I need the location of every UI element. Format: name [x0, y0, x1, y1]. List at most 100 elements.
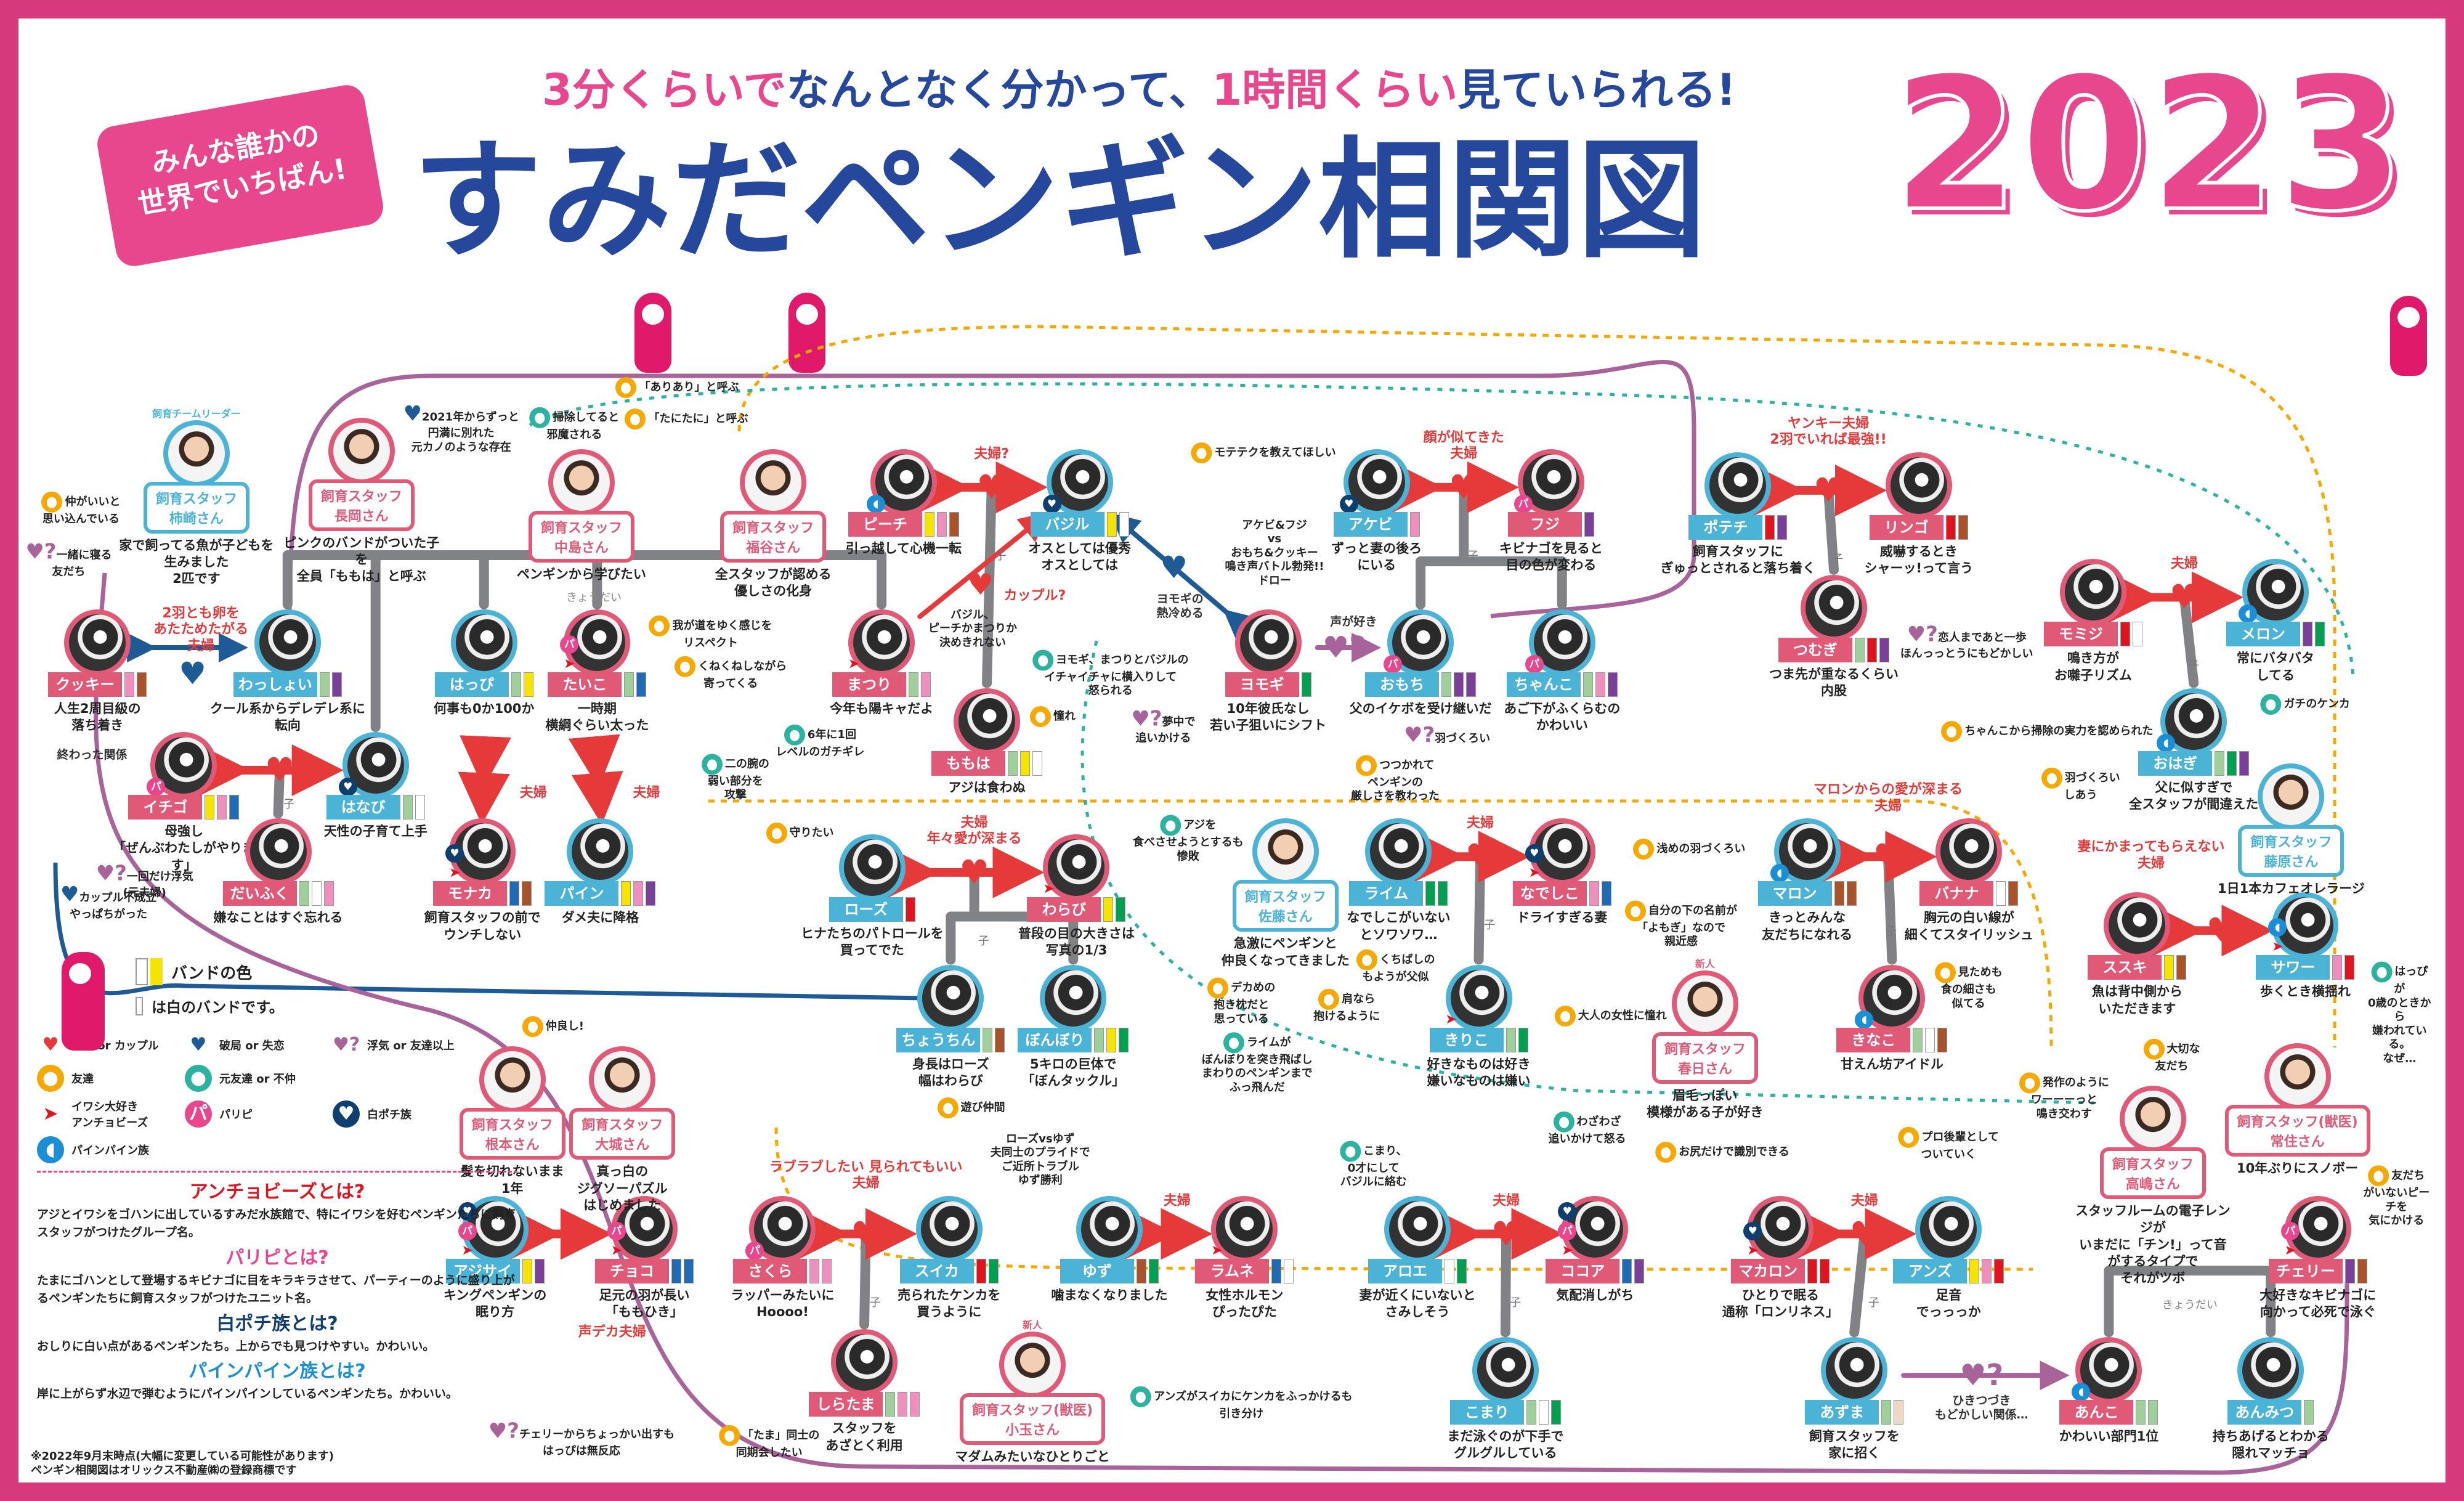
penguin-tag-row: つむぎ — [1778, 637, 1890, 662]
staff-node[interactable]: 飼育スタッフ 佐藤さん急激にペンギンと 仲良くなってきました — [1187, 806, 1384, 969]
penguin-tag-row: リンゴ — [1869, 515, 1968, 540]
staff-node[interactable]: 飼育スタッフ 中島さんペンギンから学びたい — [483, 437, 680, 583]
legend-label: 浮気 or 友達以上 — [367, 1039, 455, 1052]
penguin-tag-row: わっしょい — [233, 672, 342, 698]
penguin-node[interactable]: パちゃんこあご下がふくらむの かわいい — [1464, 609, 1661, 734]
couple-label: 夫婦 — [1163, 1193, 1191, 1209]
penguin-node[interactable]: つむぎつま先が重なるくらい 内股 — [1735, 574, 1932, 700]
penguin-node[interactable]: だいふく嫌なことはすぐ忘れる — [180, 818, 377, 926]
penguin-node[interactable]: ◖あんこかわいい部門1位 — [2010, 1337, 2207, 1445]
page-title: すみだペンギン相関図 — [413, 125, 1707, 276]
note-text: お尻だけで識別できる — [1679, 1145, 1789, 1158]
staff-node[interactable]: 飼育スタッフ 大城さん真っ白の ジグソーパズル はじめました — [524, 1034, 721, 1214]
note-text: 6年に1回 レベルのガチギレ — [776, 728, 865, 759]
penguin-node[interactable]: ➤きりこ好きなものは好き 嫌いなものは嫌い — [1380, 964, 1578, 1090]
staff-node[interactable]: 新人飼育スタッフ(獣医) 小玉さんマダムみたいなひとりごと — [934, 1317, 1131, 1465]
staff-name: 飼育スタッフ 高嶋さん — [2099, 1147, 2206, 1199]
staff-node[interactable]: 飼育スタッフ 高嶋さんスタッフルームの電子レンジが いまだに「チン!」って音がす… — [2054, 1073, 2251, 1287]
penguin-name: あんみつ — [2227, 1400, 2302, 1425]
staff-node[interactable]: 飼育チームリーダー飼育スタッフ 柿崎さん家で飼ってる魚が子どもを生みました 2匹… — [98, 405, 295, 588]
broken-heart-icon: ♥ — [60, 882, 79, 907]
band-color — [1913, 1027, 1923, 1052]
penguin-tag-row: スイカ — [899, 1258, 999, 1283]
penguin-tag-row: ぼんぼり — [1018, 1027, 1129, 1052]
penguin-node[interactable]: パ➤たいこ一時期 横綱ぐらい太った — [498, 609, 695, 734]
penguin-node[interactable]: パおもち父のイケボを受け継いだ — [1322, 609, 1519, 717]
legend-section-body: おしりに白い点があるペンギンたち。上からでも見つけやすい。かわいい。 — [37, 1339, 435, 1353]
penguin-node[interactable]: ももはアジは食わぬ — [888, 688, 1085, 796]
penguin-node[interactable]: パ➤チェリー大好きなキビナゴに 向かって必死で泳ぐ — [2219, 1195, 2417, 1321]
note-text: プロ後輩として ついていく — [1921, 1130, 1999, 1161]
staff-node[interactable]: 飼育スタッフ 長岡さんピンクのバンドがついた子を 全員「ももは」と呼ぶ — [263, 405, 460, 585]
band-color — [311, 881, 322, 906]
friend-penguin-icon — [522, 1015, 543, 1037]
penguin-node[interactable]: クッキー人生2周目級の 落ち着き — [0, 609, 196, 734]
penguin-node[interactable]: スイカ売られたケンカを 買うように — [851, 1195, 1048, 1321]
band-color — [921, 672, 931, 698]
penguin-node[interactable]: ◖メロン常にバタバタ してる — [2177, 559, 2374, 684]
penguin-node[interactable]: ◖きなこ甘えん坊アイドル — [1793, 964, 1990, 1073]
subtitle-part: 3分くらいで — [542, 65, 787, 115]
relation-note: 二の腕の 弱い部分を 攻撃 — [701, 754, 769, 802]
penguin-name: まつり — [832, 672, 907, 698]
penguin-node[interactable]: わっしょいクール系からデレデレ系に 転向 — [189, 609, 386, 734]
staff-node[interactable]: 飼育スタッフ 福谷さん全スタッフが認める 優しさの化身 — [675, 437, 872, 600]
relation-note: 憧れ — [1030, 706, 1076, 728]
child-label: 子 — [995, 549, 1007, 563]
relation-note: 仲がいいと 思い込んでいる — [41, 491, 120, 527]
legend-section-title: 白ポチ族とは? — [216, 1312, 338, 1335]
friend-penguin-icon — [1934, 962, 1956, 983]
penguin-node[interactable]: ◖➤サワー歩くとき横揺れ — [2207, 892, 2404, 1000]
couple-label: 声デカ夫婦 — [578, 1324, 646, 1340]
penguin-node[interactable]: ♥パ➤ココア気配消しがち — [1496, 1195, 1693, 1304]
relation-note: ちゃんこから掃除の実力を認められた — [1941, 721, 2153, 742]
penguin-name: クッキー — [48, 672, 123, 698]
penguin-node[interactable]: はっぴ何事も0か100か — [386, 609, 583, 717]
penguin-description: スタッフを あざとく利用 — [825, 1421, 903, 1453]
penguin-node[interactable]: ♥パ➤アジサイキングペンギンの 眠り方 — [397, 1195, 594, 1321]
band-color — [1982, 1258, 1992, 1283]
penguin-tag-row: バナナ — [1919, 881, 2019, 906]
friend-penguin-icon — [1655, 1141, 1677, 1163]
penguin-node[interactable]: しらたまスタッフを あざとく利用 — [766, 1329, 963, 1454]
penguin-node[interactable]: あんみつ持ちあげるとわかる 隠れマッチョ — [2172, 1337, 2369, 1462]
penguin-node[interactable]: ➤ラムネ女性ホルモン ぴったぴた — [1146, 1195, 1343, 1321]
relation-note: 発作のように ワーーーっと 鳴き交わす — [2019, 1072, 2109, 1121]
staff-node[interactable]: 飼育スタッフ 根本さん髪を切れないまま 1年 — [414, 1034, 611, 1197]
band-color — [636, 672, 647, 698]
penguin-node[interactable]: アンズ足音 でっっっか — [1850, 1195, 2047, 1321]
staff-role: 新人 — [1023, 1319, 1043, 1332]
penguin-node[interactable]: ➤まつり今年も陽キャだよ — [783, 609, 980, 717]
penguin-node[interactable]: アロエ妻が近くにいないと さみしそう — [1319, 1195, 1516, 1321]
note-text: 浅めの羽づくろい — [1656, 842, 1746, 855]
staff-node[interactable]: 新人飼育スタッフ 春日さん眉毛っぽい 模様がある子が好き — [1607, 956, 1804, 1121]
penguin-node[interactable]: ♥はなび天性の子育て上手 — [277, 732, 474, 840]
penguin-node[interactable]: モミジ鳴き方が お囃子リズム — [1995, 559, 2192, 684]
penguin-node[interactable]: ちょうちん身長はローズ 幅はわらび — [852, 964, 1049, 1090]
penguin-node[interactable]: パフジキビナゴを見ると 目の色が変わる — [1453, 449, 1650, 574]
penguin-name: モナカ — [433, 881, 508, 906]
penguin-description: ヒナたちのパトロールを 買ってでた — [800, 925, 944, 958]
penguin-node[interactable]: パインダメ夫に降格 — [501, 818, 699, 926]
penguin-node[interactable]: パ➤チョコ足元の羽が長い 「ももひき」 — [546, 1195, 743, 1321]
penguin-node[interactable]: こまりまだ泳ぐのが下手で グルグルしている — [1407, 1337, 1604, 1462]
penguin-tag-row: あずま — [1805, 1400, 1904, 1425]
penguin-node[interactable]: バナナ胸元の白い線が 細くてスタイリッシュ — [1870, 818, 2067, 943]
relation-note: 見ためも 食の細さも 似てる — [1934, 962, 2003, 1011]
staff-name: 飼育スタッフ 根本さん — [459, 1108, 565, 1160]
penguin-node[interactable]: ◖おはぎ父に似すぎで 全スタッフが間違えた — [2095, 688, 2292, 813]
penguin-node[interactable]: ♥➤モナカ飼育スタッフの前で ウンチしない — [384, 818, 581, 943]
penguin-node[interactable]: リンゴ威嚇するとき シャーッ!って言う — [1820, 452, 2017, 577]
penguin-node[interactable]: あずま飼育スタッフを 家に招く — [1756, 1337, 1953, 1462]
relation-note: ローズvsゆず 夫同士のプライドで ご近所トラブル ゆず勝利 — [991, 1133, 1090, 1188]
sardine-icon: ➤ — [1747, 1242, 1759, 1258]
note-text: ちゃんこから掃除の実力を認められた — [1964, 725, 2154, 738]
band-color — [137, 672, 147, 698]
staff-photo — [548, 449, 615, 516]
penguin-node[interactable]: ➤わらび普段の目の大きさは 写真の1/3 — [978, 834, 1175, 959]
pine-pine-icon: ◖ — [866, 494, 885, 513]
